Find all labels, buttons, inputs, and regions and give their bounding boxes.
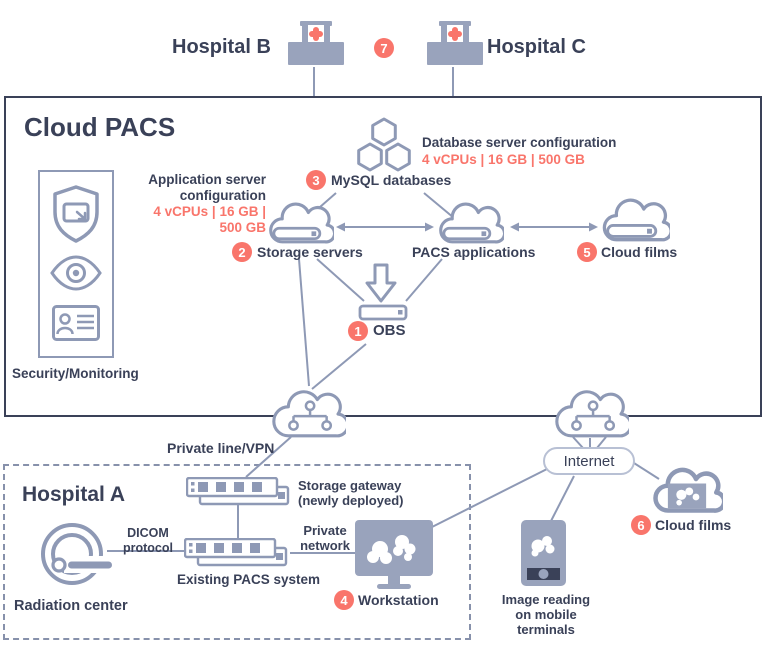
arrowhead-right-2 xyxy=(589,222,598,232)
app-server-config-line1: Application server xyxy=(148,172,266,187)
connector-mysql-pacs xyxy=(423,192,455,219)
storage-gateway-icon xyxy=(186,477,290,506)
storage-gateway-label-line1: Storage gateway xyxy=(298,478,402,493)
storage-gateway-label-line2: (newly deployed) xyxy=(298,493,404,508)
step-badge-2: 2 xyxy=(232,242,252,262)
hospital-b-label: Hospital B xyxy=(172,36,271,58)
obs-icon xyxy=(358,263,408,321)
security-monitoring-box xyxy=(38,170,114,358)
app-server-spec-line2: 500 GB xyxy=(219,220,266,235)
hospital-c-building-icon xyxy=(427,21,483,65)
security-monitoring-label: Security/Monitoring xyxy=(12,366,139,381)
connector-storage-vpncloud xyxy=(298,258,310,387)
workstation-label: Workstation xyxy=(358,592,439,608)
mobile-reading-line1: Image reading xyxy=(501,592,591,607)
mobile-reading-line2: on mobile terminals xyxy=(515,607,577,637)
dicom-protocol-line2: protocol xyxy=(123,541,173,555)
connector-internetcloud-pill-3 xyxy=(596,436,607,449)
private-line-vpn-label: Private line/VPN xyxy=(167,440,275,456)
connector-obs-vpncloud xyxy=(311,343,367,390)
arrowhead-left-2 xyxy=(510,222,519,232)
shield-image-icon xyxy=(53,185,99,243)
connector-storage-obs xyxy=(316,258,365,302)
connector-vpncloud-gateway xyxy=(245,436,292,478)
cloud-pacs-title: Cloud PACS xyxy=(24,112,176,142)
cloud-films-5-icon xyxy=(602,198,670,242)
mysql-databases-icon xyxy=(357,117,411,172)
pacs-applications-icon xyxy=(439,202,504,244)
connector-pacs-obs xyxy=(405,258,443,302)
private-network-line2: network xyxy=(300,538,350,553)
step-badge-7: 7 xyxy=(374,38,394,58)
pacs-applications-label: PACS applications xyxy=(412,244,536,260)
cloud-pacs-boundary-box xyxy=(4,96,762,417)
id-card-icon xyxy=(52,305,100,341)
obs-label: OBS xyxy=(373,322,406,339)
vpn-network-cloud-icon xyxy=(272,390,346,438)
cloud-films-6-icon xyxy=(653,467,723,513)
arrowhead-left-1 xyxy=(336,222,345,232)
workstation-monitor-icon xyxy=(355,520,433,589)
step-badge-6: 6 xyxy=(631,515,651,535)
app-server-spec-line1: 4 vCPUs | 16 GB | xyxy=(153,204,266,219)
step-badge-3: 3 xyxy=(306,170,326,190)
private-network-line1: Private xyxy=(303,523,347,538)
storage-servers-icon xyxy=(269,202,334,244)
internet-network-cloud-icon xyxy=(555,390,629,438)
cloud-films-6-label: Cloud films xyxy=(655,517,732,533)
existing-pacs-icon xyxy=(184,538,288,567)
mysql-databases-label: MySQL databases xyxy=(331,172,452,188)
db-server-spec: 4 vCPUs | 16 GB | 500 GB xyxy=(422,152,585,167)
radiation-center-ct-icon xyxy=(41,523,112,585)
db-server-config-line: Database server configuration xyxy=(422,135,617,150)
existing-pacs-label: Existing PACS system xyxy=(177,572,321,587)
arrowhead-right-1 xyxy=(425,222,434,232)
hospital-a-title: Hospital A xyxy=(22,483,126,506)
app-server-config-line2: configuration xyxy=(179,188,266,203)
mobile-terminal-icon xyxy=(521,520,566,586)
cloud-films-5-label: Cloud films xyxy=(601,244,678,260)
connector-internet-cloudfilms xyxy=(633,462,660,480)
step-badge-5: 5 xyxy=(577,242,597,262)
hospital-b-building-icon xyxy=(288,21,344,65)
connector-internet-mobile xyxy=(550,475,575,522)
hospital-c-label: Hospital C xyxy=(487,36,586,58)
step-badge-4: 4 xyxy=(334,590,354,610)
step-badge-1: 1 xyxy=(348,321,368,341)
hospital-a-boundary-box xyxy=(3,464,471,640)
connector-internet-workstation xyxy=(431,467,550,528)
connector-internetcloud-pill-1 xyxy=(572,436,584,449)
radiation-center-label: Radiation center xyxy=(14,598,128,614)
internet-pill: Internet xyxy=(543,447,635,475)
storage-servers-label: Storage servers xyxy=(257,244,363,260)
eye-icon xyxy=(50,255,102,291)
dicom-protocol-line1: DICOM xyxy=(127,526,169,540)
